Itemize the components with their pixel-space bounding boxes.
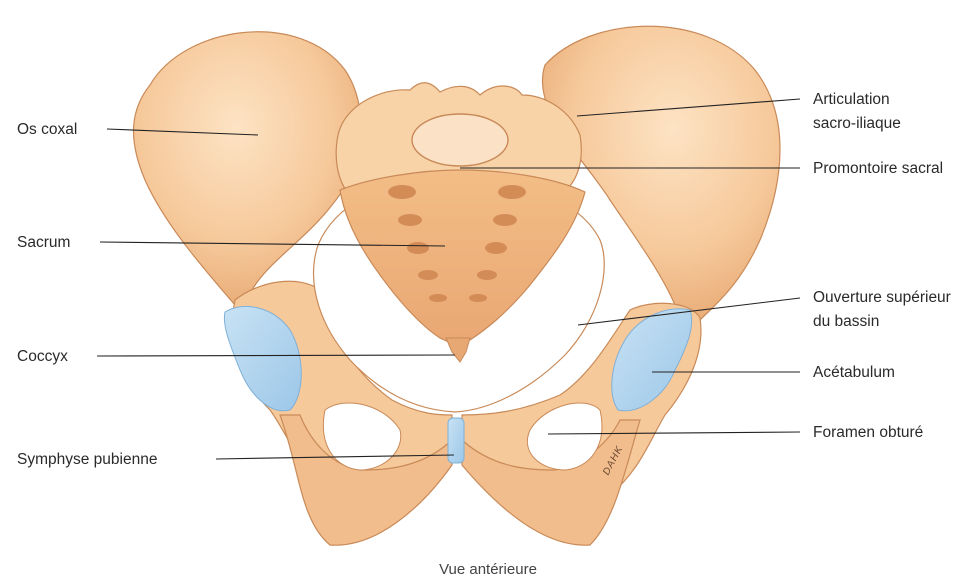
sacral-promontory [412,114,508,166]
label-foramen-obture: Foramen obturé [813,422,923,443]
label-ouverture-line2: du bassin [813,311,879,332]
figure-caption: Vue antérieure [0,561,976,578]
label-coccyx: Coccyx [17,346,68,367]
label-sacrum: Sacrum [17,232,70,253]
label-articulation-line1: Articulation [813,89,890,110]
label-os-coxal: Os coxal [17,119,77,140]
pubic-symphysis [448,418,464,463]
label-articulation-line2: sacro-iliaque [813,113,901,134]
label-acetabulum: Acétabulum [813,362,895,383]
label-symphyse-pubienne: Symphyse pubienne [17,449,157,470]
label-promontoire-sacral: Promontoire sacral [813,158,943,179]
label-ouverture-line1: Ouverture supérieur [813,287,951,308]
